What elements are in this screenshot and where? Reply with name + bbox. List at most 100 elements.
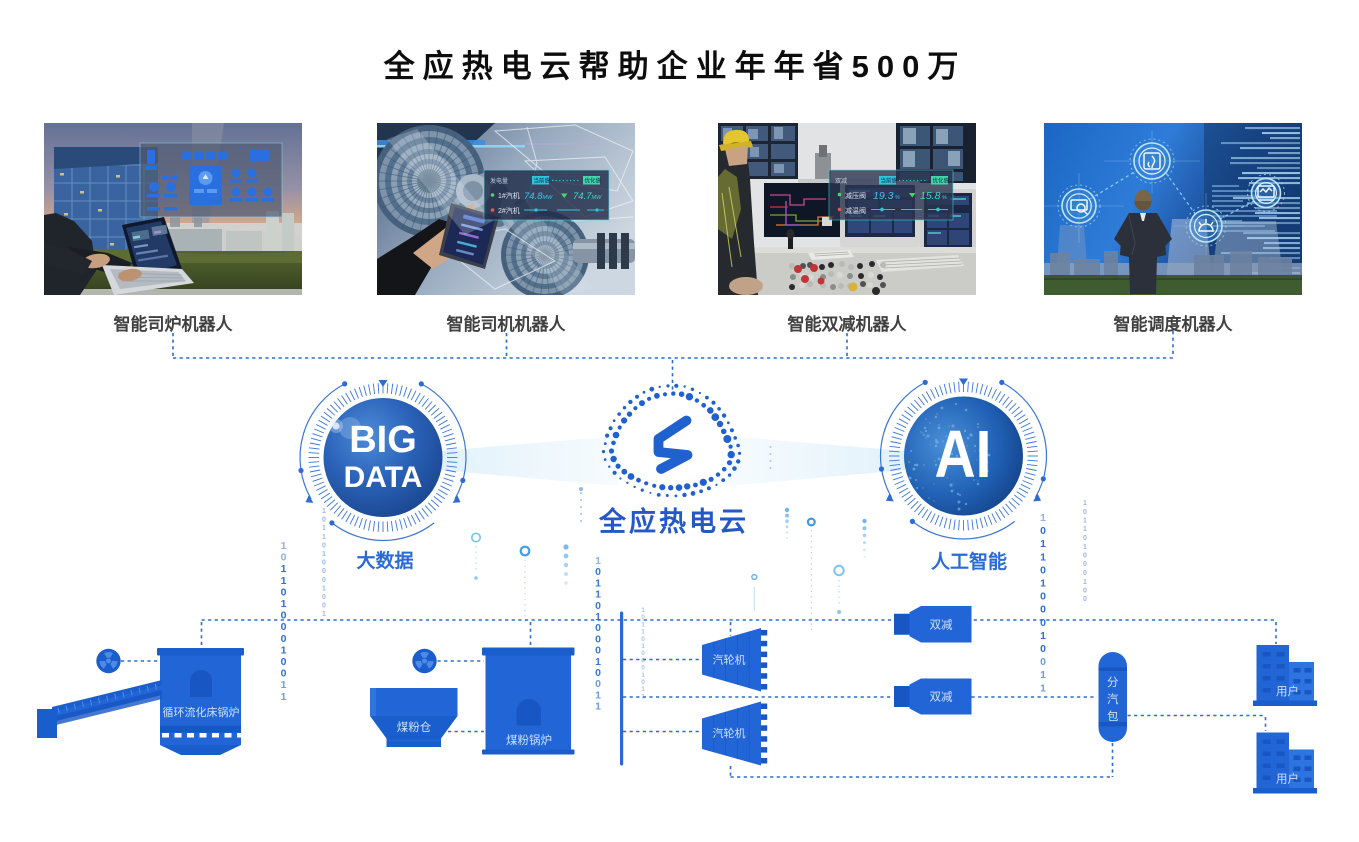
svg-text:1: 1 bbox=[1083, 518, 1087, 525]
svg-text:减温阀: 减温阀 bbox=[845, 206, 866, 215]
svg-text:1: 1 bbox=[1040, 630, 1046, 642]
svg-text:0: 0 bbox=[322, 577, 326, 584]
svg-text:循环流化床锅炉: 循环流化床锅炉 bbox=[163, 705, 240, 719]
svg-text:0: 0 bbox=[1083, 509, 1087, 516]
svg-text:1: 1 bbox=[322, 611, 326, 618]
svg-text:1: 1 bbox=[641, 672, 645, 679]
svg-text:0: 0 bbox=[322, 568, 326, 575]
svg-text:分: 分 bbox=[1107, 676, 1119, 689]
svg-text:74.8MW: 74.8MW bbox=[524, 191, 553, 202]
svg-text:0: 0 bbox=[322, 560, 326, 567]
svg-text:1: 1 bbox=[595, 656, 601, 668]
svg-text:1: 1 bbox=[1083, 579, 1087, 586]
svg-text:1: 1 bbox=[1083, 544, 1087, 551]
svg-text:0: 0 bbox=[1083, 553, 1087, 560]
svg-text:煤粉仓: 煤粉仓 bbox=[397, 720, 432, 734]
svg-text:1: 1 bbox=[281, 540, 287, 552]
svg-text:优化值: 优化值 bbox=[585, 177, 602, 185]
svg-text:0: 0 bbox=[641, 657, 645, 664]
svg-text:0: 0 bbox=[322, 517, 326, 524]
svg-text:0: 0 bbox=[595, 667, 601, 679]
svg-text:0: 0 bbox=[1040, 604, 1046, 616]
svg-text:1: 1 bbox=[1040, 538, 1046, 550]
svg-text:1: 1 bbox=[595, 701, 601, 713]
svg-text:1: 1 bbox=[322, 525, 326, 532]
svg-text:汽轮机: 汽轮机 bbox=[713, 726, 746, 740]
svg-text:1: 1 bbox=[1040, 669, 1046, 681]
svg-text:汽轮机: 汽轮机 bbox=[713, 653, 746, 667]
svg-text:1: 1 bbox=[641, 629, 645, 636]
svg-text:0: 0 bbox=[1083, 561, 1087, 568]
svg-text:0: 0 bbox=[595, 566, 601, 578]
svg-text:发电量: 发电量 bbox=[490, 177, 508, 185]
svg-text:0: 0 bbox=[1083, 535, 1087, 542]
svg-text:0: 0 bbox=[322, 542, 326, 549]
svg-text:1: 1 bbox=[595, 555, 601, 567]
svg-text:煤粉锅炉: 煤粉锅炉 bbox=[506, 733, 552, 747]
svg-text:0: 0 bbox=[641, 614, 645, 621]
svg-text:1: 1 bbox=[281, 644, 287, 656]
svg-text:0: 0 bbox=[1040, 656, 1046, 668]
svg-text:0: 0 bbox=[1083, 596, 1087, 603]
svg-text:当前值: 当前值 bbox=[881, 177, 898, 185]
svg-text:1: 1 bbox=[595, 577, 601, 589]
svg-text:1: 1 bbox=[281, 563, 287, 575]
svg-text:1: 1 bbox=[1083, 526, 1087, 533]
svg-text:0: 0 bbox=[1040, 643, 1046, 655]
svg-text:0: 0 bbox=[1040, 525, 1046, 537]
svg-text:0: 0 bbox=[595, 645, 601, 657]
svg-text:1: 1 bbox=[281, 598, 287, 610]
svg-text:0: 0 bbox=[595, 622, 601, 634]
svg-text:1: 1 bbox=[322, 508, 326, 515]
svg-text:0: 0 bbox=[641, 665, 645, 672]
svg-text:1: 1 bbox=[281, 691, 287, 703]
svg-text:19.3 %: 19.3 % bbox=[873, 190, 900, 202]
svg-text:1: 1 bbox=[1040, 682, 1046, 694]
svg-text:1: 1 bbox=[595, 589, 601, 601]
svg-text:0: 0 bbox=[281, 586, 287, 598]
svg-text:1: 1 bbox=[641, 686, 645, 693]
svg-text:0: 0 bbox=[281, 552, 287, 564]
svg-text:1: 1 bbox=[595, 689, 601, 701]
svg-text:1: 1 bbox=[281, 679, 287, 691]
svg-text:0: 0 bbox=[1040, 617, 1046, 629]
svg-text:0: 0 bbox=[281, 621, 287, 633]
svg-text:15.8 %: 15.8 % bbox=[920, 190, 947, 202]
svg-text:74.7MW: 74.7MW bbox=[573, 191, 602, 202]
svg-text:0: 0 bbox=[322, 594, 326, 601]
svg-text:2#汽机: 2#汽机 bbox=[498, 206, 520, 215]
svg-text:1: 1 bbox=[641, 607, 645, 614]
svg-text:0: 0 bbox=[281, 610, 287, 622]
svg-text:0: 0 bbox=[1040, 591, 1046, 603]
svg-text:1: 1 bbox=[322, 551, 326, 558]
svg-text:0: 0 bbox=[641, 636, 645, 643]
svg-text:优化值: 优化值 bbox=[933, 177, 950, 185]
svg-text:双减: 双减 bbox=[930, 618, 953, 631]
svg-text:双减: 双减 bbox=[835, 177, 847, 185]
svg-text:0: 0 bbox=[641, 679, 645, 686]
svg-text:减压阀: 减压阀 bbox=[845, 191, 866, 200]
svg-text:0: 0 bbox=[322, 603, 326, 610]
svg-text:汽: 汽 bbox=[1107, 692, 1119, 706]
svg-text:0: 0 bbox=[641, 650, 645, 657]
svg-text:1: 1 bbox=[1040, 551, 1046, 563]
svg-text:1: 1 bbox=[1040, 578, 1046, 590]
svg-text:0: 0 bbox=[595, 600, 601, 612]
svg-text:0: 0 bbox=[595, 678, 601, 690]
svg-text:1: 1 bbox=[1083, 500, 1087, 507]
svg-text:0: 0 bbox=[1083, 570, 1087, 577]
svg-text:0: 0 bbox=[595, 633, 601, 645]
svg-text:当前值: 当前值 bbox=[534, 177, 551, 185]
svg-text:1: 1 bbox=[281, 575, 287, 587]
svg-text:0: 0 bbox=[281, 668, 287, 680]
svg-text:0: 0 bbox=[1083, 588, 1087, 595]
svg-text:1: 1 bbox=[641, 643, 645, 650]
svg-text:双减: 双减 bbox=[930, 691, 953, 704]
svg-text:用户: 用户 bbox=[1276, 684, 1299, 698]
svg-text:包: 包 bbox=[1107, 710, 1119, 723]
svg-text:1: 1 bbox=[1040, 512, 1046, 524]
svg-text:1: 1 bbox=[595, 611, 601, 623]
svg-text:用户: 用户 bbox=[1276, 772, 1299, 786]
svg-text:0: 0 bbox=[281, 656, 287, 668]
svg-text:1: 1 bbox=[641, 621, 645, 628]
